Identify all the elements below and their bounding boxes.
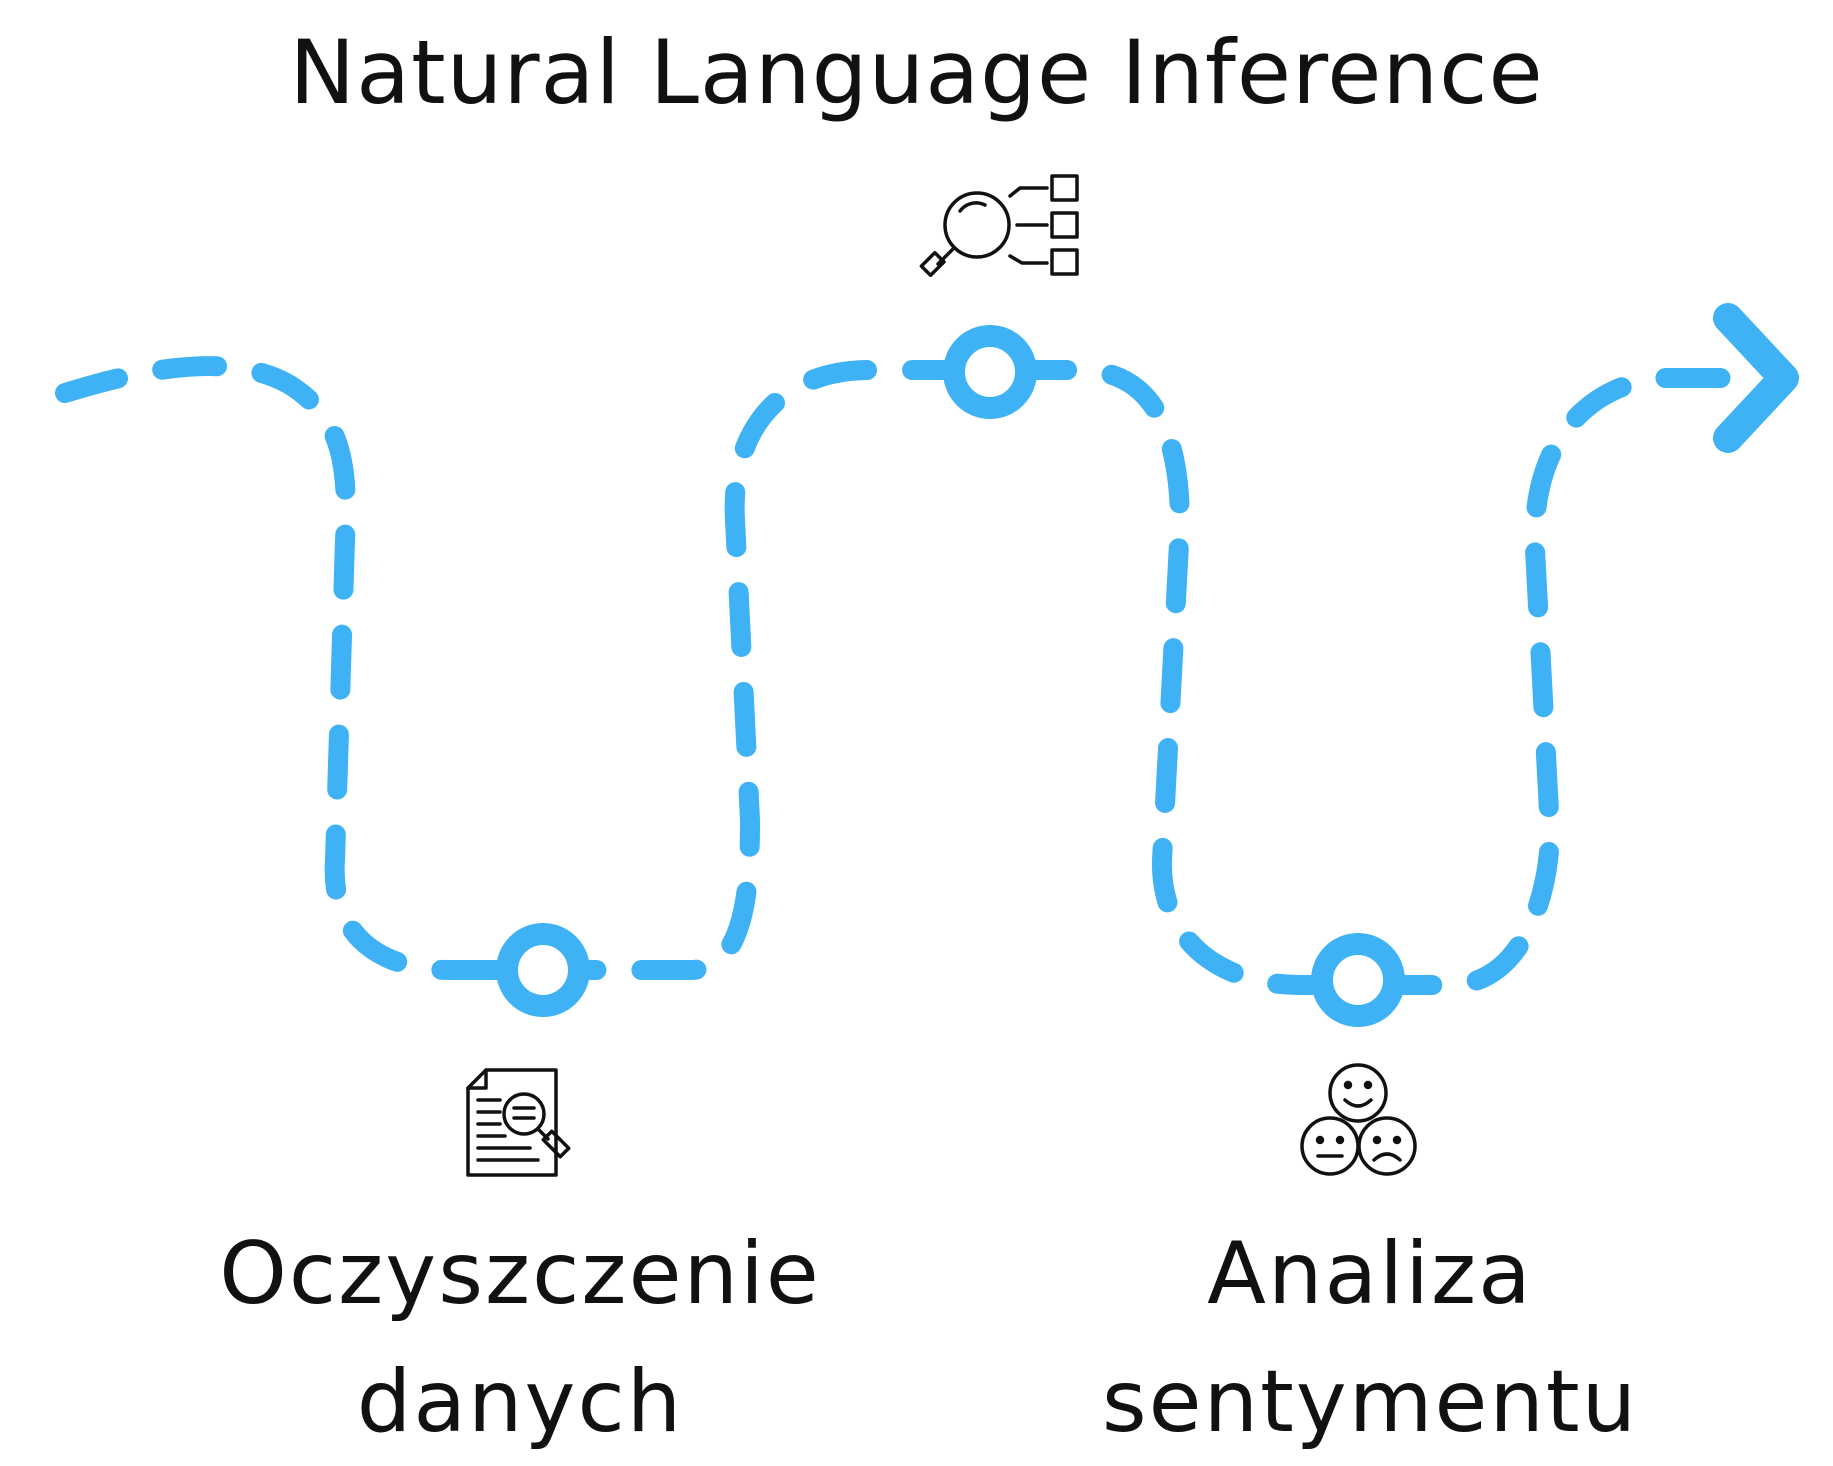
step-label-line-2: sentymentu: [1101, 1352, 1639, 1452]
page-title: Natural Language Inference: [289, 21, 1544, 124]
sentiment-faces-icon: [1300, 1063, 1417, 1176]
step-label-sentiment-analysis: Analiza sentymentu: [1030, 1210, 1710, 1466]
step-label-line-2: danych: [356, 1352, 684, 1452]
milestone-node-1: [496, 923, 590, 1017]
step-label-line-1: Oczyszczenie: [219, 1224, 821, 1324]
milestone-node-3: [1311, 933, 1405, 1027]
milestone-node-2: [943, 325, 1037, 419]
step-label-line-1: Analiza: [1207, 1224, 1533, 1324]
arrow-head-icon: [1713, 303, 1799, 453]
dashed-process-path: [55, 356, 1740, 995]
step-label-data-cleaning: Oczyszczenie danych: [200, 1210, 840, 1466]
document-magnifier-icon: [466, 1068, 571, 1177]
magnifier-checklist-icon: [919, 174, 1079, 278]
